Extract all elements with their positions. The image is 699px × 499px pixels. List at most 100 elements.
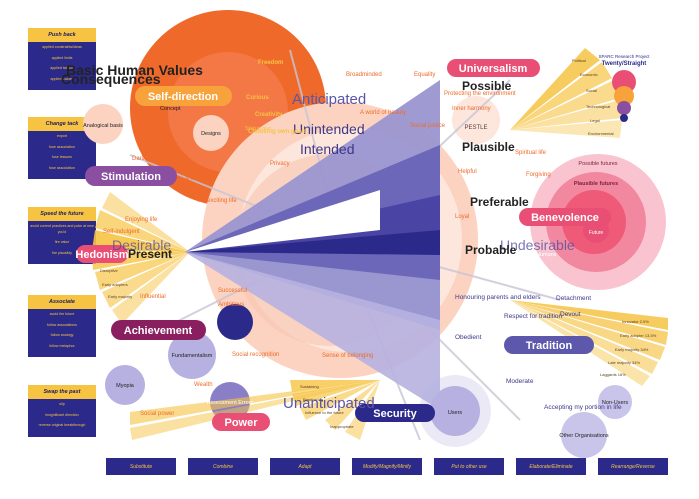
possible-label: Possible bbox=[462, 79, 512, 93]
left-fan bbox=[92, 192, 190, 324]
panel-item: export bbox=[57, 134, 67, 138]
pestle-circle bbox=[452, 96, 500, 144]
panel-item: insignificant direction bbox=[45, 412, 79, 417]
value-item: Curious bbox=[246, 95, 269, 101]
tradition-pill[interactable]: Tradition bbox=[526, 340, 573, 352]
panel-item: avoid the future bbox=[49, 312, 75, 316]
users-circle bbox=[430, 386, 480, 436]
undesirable-label: Undesirable bbox=[500, 237, 575, 253]
designs-circle bbox=[193, 115, 229, 151]
panel-header: Swap the past bbox=[28, 385, 96, 399]
panel-item: fuse association bbox=[49, 144, 75, 149]
concept-node: Concept bbox=[160, 106, 181, 112]
consequences-title: Consequences bbox=[61, 71, 161, 87]
right-fan bbox=[510, 48, 622, 138]
fan-label: Early adopters bbox=[102, 282, 128, 287]
value-item: Social recognition bbox=[232, 352, 279, 358]
designs-node: Designs bbox=[201, 131, 221, 137]
panel-item: fire value bbox=[54, 240, 70, 244]
value-item: Broadminded bbox=[346, 72, 382, 78]
value-item: Respect for tradition bbox=[504, 313, 563, 320]
panel-push-back[interactable]: Push back applied constraints/ideas appl… bbox=[28, 28, 96, 90]
pestle-item: Political bbox=[572, 58, 586, 63]
put-to-other-use-button[interactable]: Put to other use bbox=[434, 458, 504, 475]
hedonism-pill[interactable]: Hedonism bbox=[75, 249, 128, 261]
desirable-label: Desirable bbox=[112, 237, 171, 253]
benevolence-pill[interactable]: Benevolence bbox=[531, 212, 599, 224]
pestle-items: Political Economic Social Technological … bbox=[572, 58, 614, 136]
analogical-circle bbox=[83, 104, 123, 144]
stimulation-pill[interactable]: Stimulation bbox=[101, 171, 161, 183]
panel-item: fuse lessons bbox=[52, 155, 72, 159]
value-item: Sense of belonging bbox=[322, 353, 373, 359]
panel-item: fire plausibly bbox=[52, 250, 72, 255]
fan-label: Influence to the future bbox=[305, 410, 344, 415]
value-item: Protecting the environment bbox=[444, 91, 516, 97]
adoption-label: Early majority 34% bbox=[615, 347, 649, 352]
value-item: Moderate bbox=[506, 378, 534, 385]
project-logo: SPARC Research Project Twenty/Straight bbox=[599, 54, 650, 122]
panel-item: follow metaphor bbox=[49, 343, 75, 348]
unanticipated-label: Unanticipated bbox=[283, 395, 375, 412]
value-item: Forgiving bbox=[526, 172, 551, 178]
substitute-button[interactable]: Substitute bbox=[106, 458, 176, 475]
panel-header: Speed the future bbox=[28, 207, 96, 221]
value-item: Daring bbox=[132, 156, 150, 162]
users-node: Users bbox=[448, 410, 463, 416]
value-item: An exciting life bbox=[198, 198, 237, 204]
panel-item: follow associations bbox=[47, 322, 77, 327]
fan-label: Disruptive bbox=[100, 268, 119, 273]
value-item: Social justice bbox=[410, 123, 446, 129]
logo-line2: Twenty/Straight bbox=[602, 61, 647, 67]
value-item: Freedom bbox=[258, 60, 283, 66]
myopia-node: Myopia bbox=[116, 383, 135, 389]
assessment-node: Assessment Errors bbox=[207, 400, 254, 406]
value-item: A world of beauty bbox=[360, 110, 406, 116]
panel-change-tack[interactable]: Change tack export fuse association fuse… bbox=[28, 117, 96, 179]
universalism-pill[interactable]: Universalism bbox=[459, 63, 528, 75]
value-item: Accepting my portion in life bbox=[544, 404, 622, 411]
plausible-label: Plausible bbox=[462, 140, 515, 154]
adoption-label: Late majority 34% bbox=[608, 360, 640, 365]
panel-item: applied taboos bbox=[50, 66, 74, 70]
status-quo-node: Status quo bbox=[245, 126, 271, 132]
value-item: Equality bbox=[414, 72, 435, 78]
panel-header: Associate bbox=[28, 295, 96, 309]
analogical-node: Analogical basis bbox=[83, 123, 123, 129]
value-item: Honouring parents and elders bbox=[455, 294, 541, 301]
panel-item: fuse association bbox=[49, 165, 75, 170]
myopia-circle bbox=[105, 365, 145, 405]
adoption-label: Innovator 2.5% bbox=[622, 319, 649, 324]
adoption-label: Early adopter 13.5% bbox=[620, 333, 657, 338]
cone-possible: Possible futures bbox=[578, 161, 617, 167]
panel-item: follow analogy bbox=[50, 333, 74, 337]
self-direction-pill[interactable]: Self-direction bbox=[148, 91, 219, 103]
value-item: Choosing own goals bbox=[248, 129, 307, 135]
pestle-item: Social bbox=[586, 88, 597, 93]
value-item: Inner harmony bbox=[452, 106, 491, 112]
panel-body: applied constraints/ideas applied limits… bbox=[28, 42, 96, 90]
panel-item: avoid current practices and poke at new … bbox=[30, 224, 94, 234]
panel-item: applied values bbox=[50, 76, 74, 81]
adapt-button[interactable]: Adapt bbox=[270, 458, 340, 475]
security-pill[interactable]: Security bbox=[373, 408, 417, 420]
value-item: Detachment bbox=[556, 295, 591, 302]
fan-label: Early majority bbox=[108, 294, 132, 299]
panel-swap-past[interactable]: Swap the past slip insignificant directi… bbox=[28, 385, 96, 437]
humans-node: Humans bbox=[536, 252, 557, 258]
preferable-label: Preferable bbox=[470, 195, 529, 209]
cone-plausible: Plausible futures bbox=[574, 181, 618, 187]
cone-future: Future bbox=[589, 230, 604, 236]
value-item: Wealth bbox=[194, 382, 213, 388]
present-label: Present bbox=[128, 247, 172, 261]
elaborate-button[interactable]: Elaborate/Eliminate bbox=[516, 458, 586, 475]
modify-button[interactable]: Modify/Magnify/Minify bbox=[352, 458, 422, 475]
pestle-item: Legal bbox=[590, 118, 600, 123]
panel-associate[interactable]: Associate avoid the future follow associ… bbox=[28, 295, 96, 357]
achievement-pill[interactable]: Achievement bbox=[124, 325, 193, 337]
combine-button[interactable]: Combine bbox=[188, 458, 258, 475]
power-pill[interactable]: Power bbox=[224, 417, 258, 429]
rearrange-button[interactable]: Rearrange/Reverse bbox=[598, 458, 668, 475]
fundamentalism-circle bbox=[168, 331, 216, 379]
